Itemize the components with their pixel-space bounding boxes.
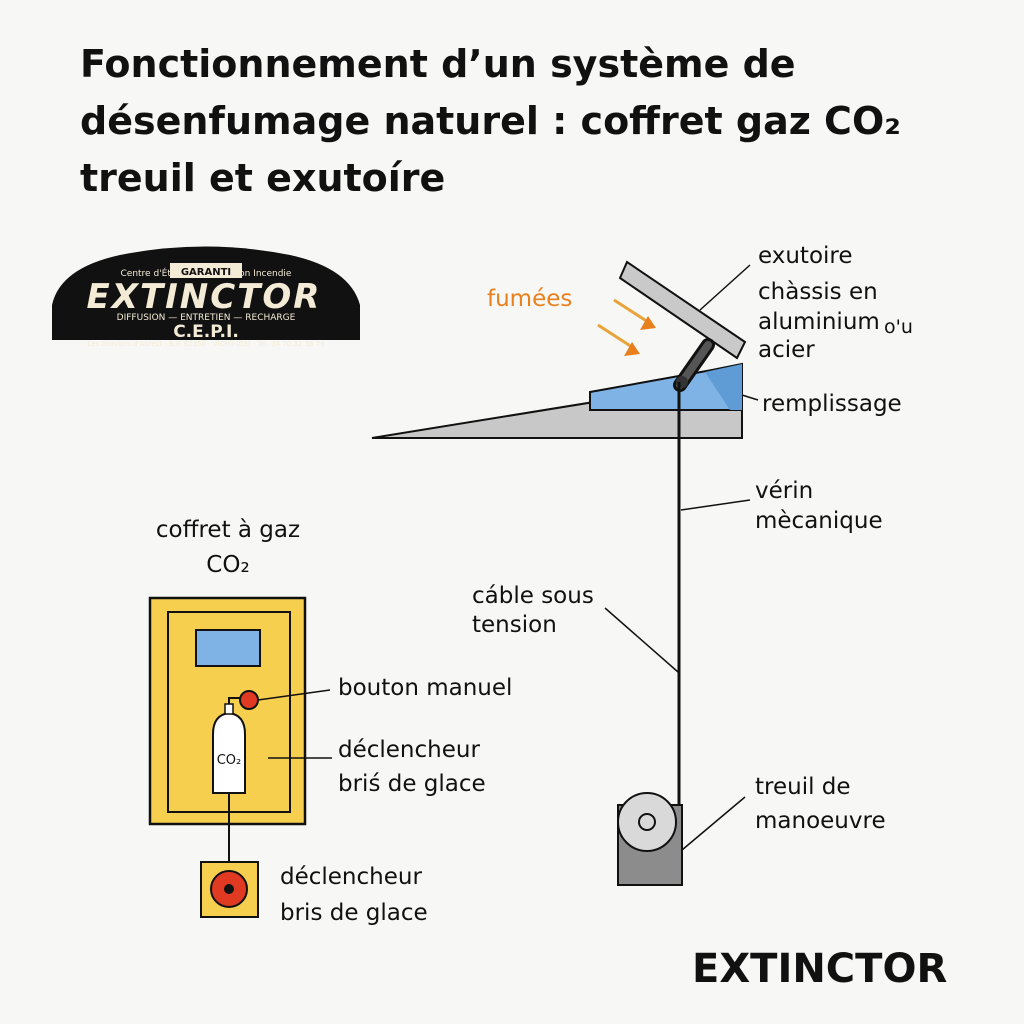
label-declencheur-a-2: briś de glace bbox=[338, 771, 486, 797]
title-line-2: désenfumage naturel : coffret gaz CO₂ bbox=[80, 99, 901, 143]
logo-address: Les Graviers d'Abrest - B.P. 62356 - VIC… bbox=[87, 340, 324, 348]
label-verin-2: mècanique bbox=[755, 508, 883, 534]
cabinet-window bbox=[195, 629, 261, 667]
leader-remplissage bbox=[741, 394, 759, 401]
bottle-label: CO₂ bbox=[217, 753, 242, 768]
label-chassis-ou: o'u bbox=[884, 316, 913, 338]
page-title: Fonctionnement d’un système de désenfuma… bbox=[80, 36, 980, 207]
winch bbox=[617, 792, 683, 886]
leader-treuil bbox=[681, 796, 746, 851]
logo-garanti: GARANTI bbox=[181, 267, 231, 278]
brand-name: EXTINCTOR bbox=[692, 946, 947, 992]
logo-cepi: C.E.P.I. bbox=[173, 322, 239, 342]
extinctor-logo: Centre d'Étude de Protection Incendie GA… bbox=[52, 246, 360, 348]
winch-axle bbox=[638, 813, 656, 831]
label-chassis-1: chàssis en bbox=[758, 279, 878, 305]
filling-shade bbox=[705, 364, 742, 410]
leader-cable bbox=[604, 607, 679, 673]
label-verin-1: vérin bbox=[755, 478, 813, 504]
smoke-arrow-head-2 bbox=[624, 342, 640, 356]
label-chassis-3: acier bbox=[758, 337, 815, 363]
title-line-3: treuil et exutoíre bbox=[80, 156, 446, 200]
label-coffret-2: CO₂ bbox=[206, 552, 249, 578]
smoke-arrow-line-1 bbox=[613, 298, 649, 324]
label-treuil-2: manoeuvre bbox=[755, 808, 886, 834]
leader-bouton bbox=[257, 689, 331, 701]
label-coffret-1: coffret à gaz bbox=[156, 517, 300, 543]
logo-services: DIFFUSION — ENTRETIEN — RECHARGE bbox=[117, 313, 296, 323]
exutoire-frame bbox=[618, 260, 747, 360]
label-fumees: fumées bbox=[487, 286, 572, 312]
label-treuil-1: treuil de bbox=[755, 774, 851, 800]
label-declencheur-b-1: déclencheur bbox=[280, 864, 422, 890]
break-glass-center bbox=[224, 884, 234, 894]
leader-exutoire bbox=[699, 264, 751, 311]
label-cable-2: tension bbox=[472, 612, 557, 638]
smoke-arrows bbox=[597, 298, 656, 356]
co2-cabinet: CO₂ bbox=[148, 596, 307, 862]
smoke-arrow-head-1 bbox=[640, 316, 656, 330]
logo-garanti-badge bbox=[170, 263, 242, 278]
manual-button bbox=[239, 690, 259, 710]
label-remplissage: remplissage bbox=[762, 391, 902, 417]
smoke-arrow-line-2 bbox=[597, 323, 633, 349]
title-line-1: Fonctionnement d’un système de bbox=[80, 42, 796, 86]
external-break-glass bbox=[200, 861, 259, 918]
label-bouton: bouton manuel bbox=[338, 675, 512, 701]
leader-verin bbox=[680, 499, 751, 511]
logo-shield bbox=[52, 246, 360, 340]
label-declencheur-a-1: déclencheur bbox=[338, 737, 480, 763]
label-chassis-2: aluminium bbox=[758, 309, 880, 335]
logo-main-text: EXTINCTOR bbox=[87, 277, 322, 317]
label-declencheur-b-2: bris de glace bbox=[280, 900, 428, 926]
label-cable-1: cáble sous bbox=[472, 583, 594, 609]
label-exutoire: exutoire bbox=[758, 243, 853, 269]
bottle-valve bbox=[224, 703, 234, 715]
